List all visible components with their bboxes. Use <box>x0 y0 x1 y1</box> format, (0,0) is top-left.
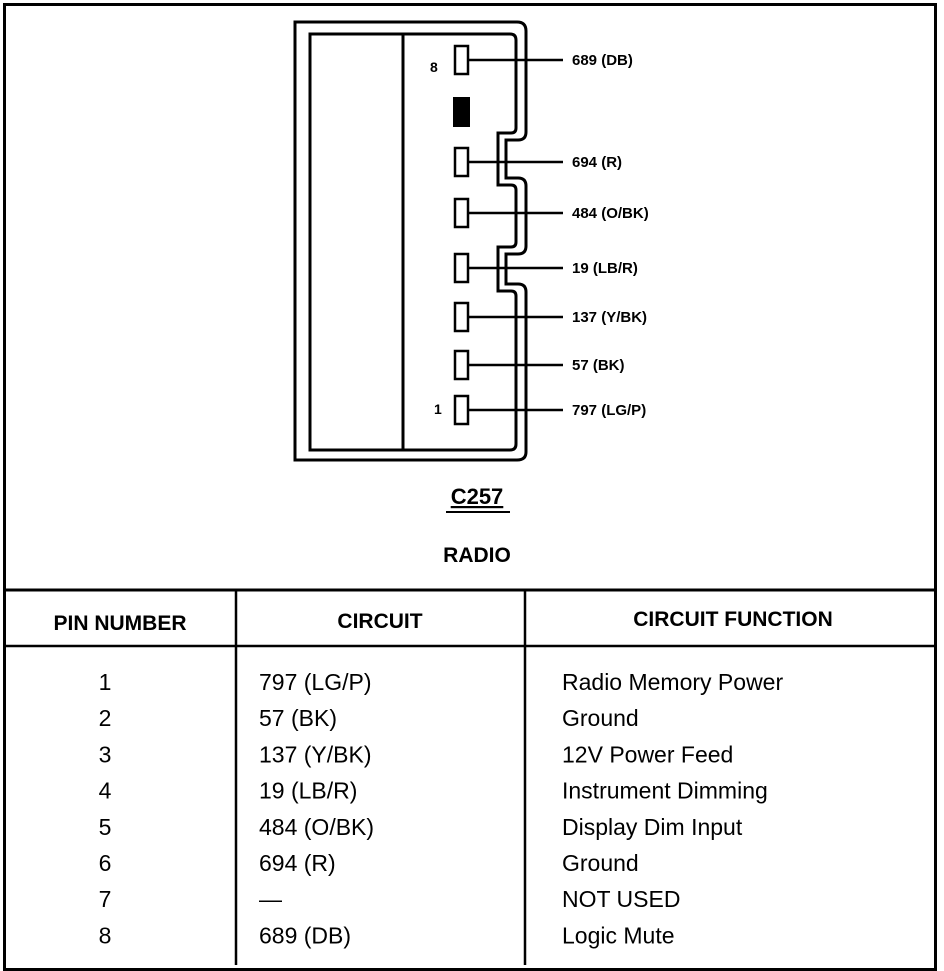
pin-number-cell: 6 <box>99 850 112 876</box>
table-row: 8 689 (DB) Logic Mute <box>99 922 675 948</box>
circuit-cell: 484 (O/BK) <box>259 814 374 840</box>
pin-4-cavity <box>453 252 470 284</box>
connector-body <box>293 20 528 462</box>
header-pin-number: PIN NUMBER <box>53 612 186 635</box>
pins-group: 689 (DB) 694 (R) 484 (O/BK) 19 (LB/R) 137 (Y… <box>453 44 649 426</box>
pin-7-blocked-cavity <box>453 97 470 127</box>
pin-number-cell: 1 <box>99 669 112 695</box>
table-row: 2 57 (BK) Ground <box>99 705 639 731</box>
circuit-function-cell: Logic Mute <box>562 922 675 948</box>
pin-8-cavity <box>453 44 470 76</box>
table-row: 7 — NOT USED <box>99 886 681 912</box>
circuit-cell: 689 (DB) <box>259 922 351 948</box>
pin-number-cell: 4 <box>99 778 112 804</box>
circuit-function-cell: NOT USED <box>562 886 680 912</box>
circuit-function-cell: Radio Memory Power <box>562 669 783 695</box>
circuit-function-cell: Ground <box>562 705 639 731</box>
pin-number-cell: 3 <box>99 741 112 767</box>
circuit-cell: 137 (Y/BK) <box>259 741 372 767</box>
pin-1-wire-label: 797 (LG/P) <box>572 402 646 419</box>
pin-number-cell: 7 <box>99 886 112 912</box>
pin-4: 19 (LB/R) <box>453 252 638 284</box>
pin-table-grid <box>3 588 934 965</box>
circuit-cell: 57 (BK) <box>259 705 337 731</box>
circuit-cell: 797 (LG/P) <box>259 669 372 695</box>
pin-3-wire-label: 137 (Y/BK) <box>572 309 647 326</box>
circuit-cell: 694 (R) <box>259 850 336 876</box>
pin-8-marker: 8 <box>430 59 438 75</box>
pin-8-wire-label: 689 (DB) <box>572 52 633 69</box>
pin-1: 797 (LG/P) <box>453 394 646 426</box>
pin-3-cavity <box>453 301 470 333</box>
header-circuit-function: CIRCUIT FUNCTION <box>633 608 832 631</box>
pin-7 <box>453 97 470 127</box>
pin-5: 484 (O/BK) <box>453 197 649 229</box>
table-row: 4 19 (LB/R) Instrument Dimming <box>99 778 768 804</box>
pin-number-cell: 2 <box>99 705 112 731</box>
connector-description: RADIO <box>443 544 511 567</box>
pin-8: 689 (DB) <box>453 44 633 76</box>
pin-2-cavity <box>453 349 470 381</box>
pin-1-marker: 1 <box>434 401 442 417</box>
pin-2: 57 (BK) <box>453 349 625 381</box>
pin-2-wire-label: 57 (BK) <box>572 357 625 374</box>
header-circuit: CIRCUIT <box>337 610 422 633</box>
circuit-function-cell: Ground <box>562 850 639 876</box>
circuit-function-cell: Instrument Dimming <box>562 778 768 804</box>
circuit-function-cell: 12V Power Feed <box>562 741 733 767</box>
pin-number-cell: 5 <box>99 814 112 840</box>
pin-number-cell: 8 <box>99 922 112 948</box>
circuit-function-cell: Display Dim Input <box>562 814 743 840</box>
table-row: 1 797 (LG/P) Radio Memory Power <box>99 669 784 695</box>
pin-1-cavity <box>453 394 470 426</box>
table-row: 6 694 (R) Ground <box>99 850 639 876</box>
circuit-cell: — <box>259 886 282 912</box>
connector-name: C257 <box>451 484 504 509</box>
pin-4-wire-label: 19 (LB/R) <box>572 260 638 277</box>
table-row: 3 137 (Y/BK) 12V Power Feed <box>99 741 734 767</box>
pin-5-wire-label: 484 (O/BK) <box>572 205 649 222</box>
pin-3: 137 (Y/BK) <box>453 301 647 333</box>
circuit-cell: 19 (LB/R) <box>259 778 357 804</box>
pin-5-cavity <box>453 197 470 229</box>
table-row: 5 484 (O/BK) Display Dim Input <box>99 814 743 840</box>
pin-table-rows: 1 797 (LG/P) Radio Memory Power 2 57 (BK) Gro… <box>99 669 784 948</box>
pin-6-wire-label: 694 (R) <box>572 154 622 171</box>
pin-6: 694 (R) <box>453 146 622 178</box>
pin-6-cavity <box>453 146 470 178</box>
